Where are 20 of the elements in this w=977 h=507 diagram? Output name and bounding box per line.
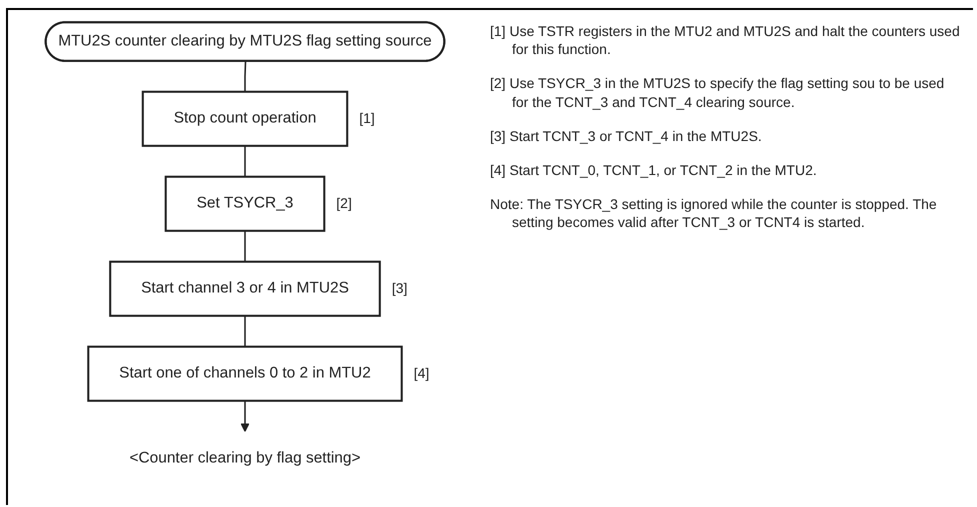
process-box: Set TSYCR_3 xyxy=(164,176,326,232)
step-number: [4] xyxy=(414,364,430,381)
note-text: [1] Use TSTR registers in the MTU2 and MTU2S and halt the counters used for this function. xyxy=(490,22,960,58)
end-text: <Counter clearing by flag setting> xyxy=(129,449,361,467)
process-box: Start one of channels 0 to 2 in MTU2 xyxy=(87,346,403,402)
step-number: [1] xyxy=(359,110,375,126)
connector-line xyxy=(244,61,246,92)
note-text: [2] Use TSYCR_3 in the MTU2S to specify the flag setting sou to be used for the TCNT_3 and TCNT_4 clearing source. xyxy=(490,74,946,111)
step-number: [3] xyxy=(392,280,408,296)
note-text: Note: The TSYCR_3 setting is ignored while the counter is stopped. The setting becomes valid after TCNT_3 or TCNT4 is started. xyxy=(490,195,938,232)
connector-line xyxy=(244,316,246,347)
note-text: [4] Start TCNT_0, TCNT_1, or TCNT_2 in the MTU2. xyxy=(490,160,818,180)
arrow xyxy=(240,400,250,432)
connector-line xyxy=(244,230,246,262)
terminal-box: MTU2S counter clearing by MTU2S flag setting source xyxy=(44,21,446,62)
process-box: Start channel 3 or 4 in MTU2S xyxy=(109,260,381,317)
process-box: Stop count operation xyxy=(142,90,348,147)
step-number: [2] xyxy=(336,194,352,211)
connector-line xyxy=(244,146,246,177)
note-text: [3] Start TCNT_3 or TCNT_4 in the MTU2S. xyxy=(490,126,763,145)
